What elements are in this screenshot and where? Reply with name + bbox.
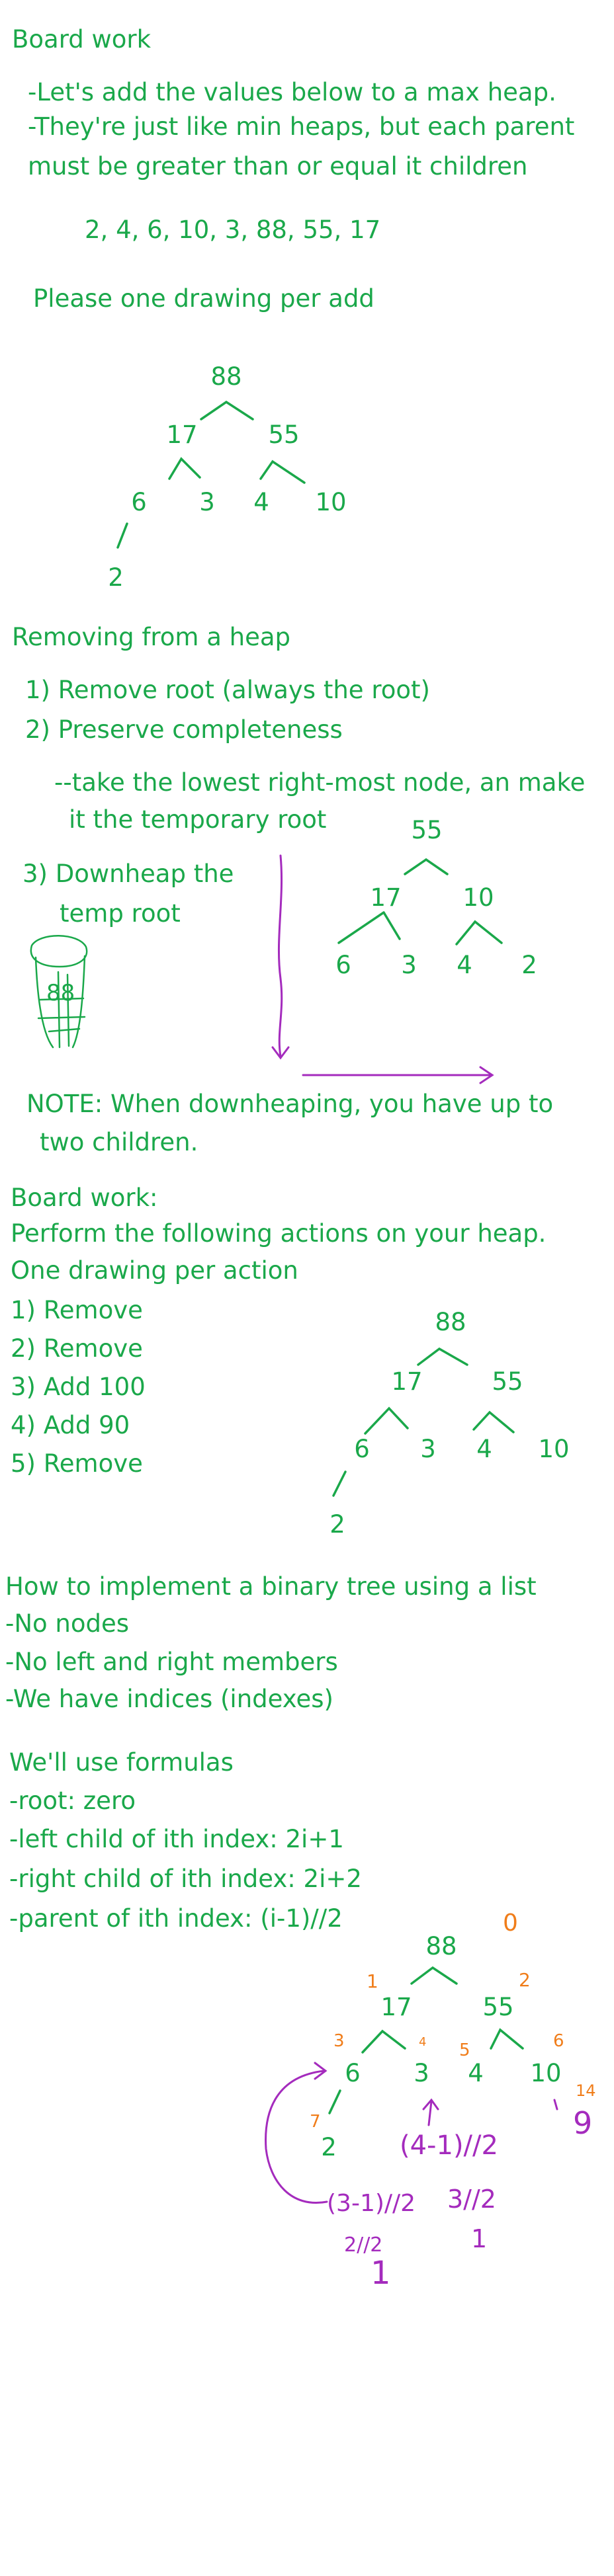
tree4-node-ll: 6 xyxy=(345,2059,361,2087)
section1-line2: -They're just like min heaps, but each p… xyxy=(28,112,575,141)
section3-title: Board work: xyxy=(11,1184,158,1212)
section4-line3: -We have indices (indexes) xyxy=(5,1685,333,1713)
index-label: 6 xyxy=(553,2031,564,2051)
tree2-node-ll: 6 xyxy=(335,951,351,979)
section2-title: Removing from a heap xyxy=(12,623,291,651)
tree2-node-right: 10 xyxy=(462,883,494,912)
calc-3-div-2: 3//2 xyxy=(447,2185,496,2214)
formula-parent: -parent of ith index: (i-1)//2 xyxy=(9,1904,343,1933)
calc-result-1a: 1 xyxy=(471,2224,488,2253)
trash-can-label: 88 xyxy=(46,980,75,1006)
tree2-node-left: 17 xyxy=(370,883,402,912)
tick-mark xyxy=(553,2099,558,2111)
section4-line1: -No nodes xyxy=(5,1609,130,1638)
calc-parent-of-4: (4-1)//2 xyxy=(400,2130,498,2161)
tree1-node-root: 88 xyxy=(210,362,242,391)
tree2-node-rl: 4 xyxy=(457,951,472,979)
section2-step2a: --take the lowest right-most node, an ma… xyxy=(54,768,586,797)
calc-result-1b: 1 xyxy=(371,2255,391,2292)
section1-line1: -Let's add the values below to a max hea… xyxy=(28,78,556,106)
section3-line2: One drawing per action xyxy=(11,1256,298,1285)
index-label: 3 xyxy=(333,2031,345,2051)
arrow-to-node-4 xyxy=(422,2098,439,2126)
tree3-node-right: 55 xyxy=(492,1367,523,1396)
tree3-node-left: 17 xyxy=(391,1367,423,1396)
tree4-node-root: 88 xyxy=(425,1932,457,1960)
section4-title: How to implement a binary tree using a l… xyxy=(5,1572,537,1601)
tree3-edges xyxy=(332,1347,515,1497)
action-item: 5) Remove xyxy=(11,1449,143,1478)
formula-root: -root: zero xyxy=(9,1787,136,1815)
tree1-node-rr: 10 xyxy=(315,488,347,516)
tree4-node-lll: 2 xyxy=(321,2133,337,2161)
section2-note-line2: two children. xyxy=(40,1128,198,1156)
tree4-node-rl: 4 xyxy=(468,2059,484,2087)
formula-left-child: -left child of ith index: 2i+1 xyxy=(9,1825,344,1853)
tree3-node-root: 88 xyxy=(435,1308,466,1336)
section2-step2b: it the temporary root xyxy=(69,805,327,834)
extra-node-label: 9 xyxy=(573,2105,593,2141)
formula-right-child: -right child of ith index: 2i+2 xyxy=(9,1865,362,1893)
downheap-arrow-right xyxy=(302,1066,494,1084)
tree1-node-ll: 6 xyxy=(131,488,147,516)
tree3-node-lr: 3 xyxy=(420,1435,436,1463)
section1-values: 2, 4, 6, 10, 3, 88, 55, 17 xyxy=(85,216,381,244)
tree2-node-lr: 3 xyxy=(401,951,417,979)
formulas-title: We'll use formulas xyxy=(9,1748,234,1777)
tree4-node-rr: 10 xyxy=(530,2059,562,2087)
tree1-edges xyxy=(116,400,306,549)
section2-step2: 2) Preserve completeness xyxy=(25,715,343,744)
tree1-node-left: 17 xyxy=(166,421,198,449)
tree1-node-rl: 4 xyxy=(253,488,269,516)
tree3-node-ll: 6 xyxy=(354,1435,370,1463)
tree1-node-lll: 2 xyxy=(108,563,124,592)
calc-2-div-2: 2//2 xyxy=(344,2234,383,2257)
tree2-node-root: 55 xyxy=(411,816,443,844)
action-item: 1) Remove xyxy=(11,1296,143,1324)
index-label: 7 xyxy=(310,2112,321,2132)
section1-instruction: Please one drawing per add xyxy=(33,284,374,313)
tree1-node-right: 55 xyxy=(268,421,300,449)
tree3-node-lll: 2 xyxy=(329,1510,345,1539)
section2-note-line1: NOTE: When downheaping, you have up to xyxy=(26,1090,554,1118)
tree4-node-lr: 3 xyxy=(414,2059,429,2087)
tree3-node-rl: 4 xyxy=(476,1435,492,1463)
action-item: 4) Add 90 xyxy=(11,1411,130,1439)
tree1-node-lr: 3 xyxy=(199,488,215,516)
section1-line3: must be greater than or equal it childre… xyxy=(28,152,528,181)
section1-title: Board work xyxy=(12,25,152,54)
tree3-node-rr: 10 xyxy=(538,1435,570,1463)
tree4-edges xyxy=(328,1966,524,2114)
action-item: 2) Remove xyxy=(11,1334,143,1363)
index-label: 5 xyxy=(459,2040,470,2060)
tree2-node-rr: 2 xyxy=(521,951,537,979)
tree4-node-left: 17 xyxy=(380,1993,412,2021)
section2-step1: 1) Remove root (always the root) xyxy=(25,676,430,704)
action-item: 3) Add 100 xyxy=(11,1373,146,1401)
index-label: 4 xyxy=(419,2035,427,2049)
tree4-node-right: 55 xyxy=(482,1993,514,2021)
section2-step3a: 3) Downheap the xyxy=(22,860,234,888)
index-label: 14 xyxy=(576,2081,596,2100)
arrow-to-node-3 xyxy=(265,2062,328,2204)
calc-parent-of-3: (3-1)//2 xyxy=(327,2190,416,2217)
section4-line2: -No left and right members xyxy=(5,1648,338,1676)
downheap-arrow-down xyxy=(271,854,290,1060)
index-label: 2 xyxy=(519,1969,531,1991)
section3-line1: Perform the following actions on your he… xyxy=(11,1219,547,1248)
index-label: 1 xyxy=(367,1970,378,1992)
trash-can-icon xyxy=(30,935,88,1049)
tree2-edges xyxy=(337,858,503,946)
section2-step3b: temp root xyxy=(60,899,181,928)
index-label: 0 xyxy=(503,1910,518,1937)
